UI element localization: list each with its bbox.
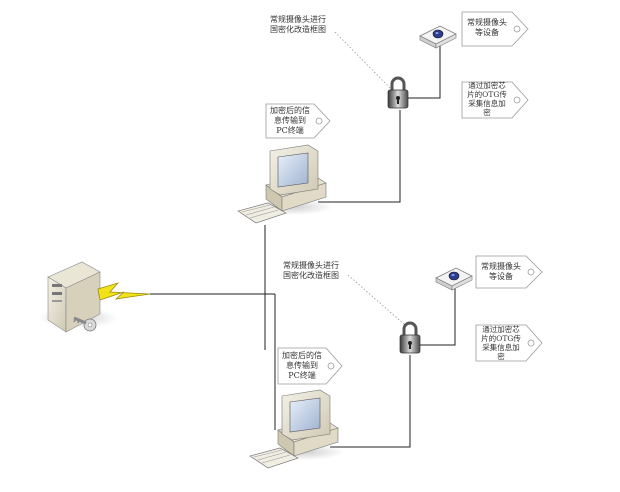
- bottom-lock-to-camera: [420, 285, 456, 346]
- camera-tag-top-text: 常规摄像头 等设备: [467, 18, 507, 37]
- conversion-label-bottom: 常规摄像头进行 国密化改造框图: [283, 261, 339, 280]
- lock-icon: [387, 76, 409, 109]
- bottom-pc-to-lock: [330, 355, 411, 448]
- link-to-bottom-pc: [264, 294, 276, 430]
- camera-icon: [419, 25, 457, 49]
- conversion-label-top: 常规摄像头进行 国密化改造框图: [270, 15, 326, 34]
- server-icon: [38, 261, 118, 333]
- otg-tag-bottom-text: 通过加密芯 片的OTG传 采集信息加 密: [481, 325, 521, 361]
- pc-tag-bottom: [277, 347, 343, 385]
- lock-icon: [399, 321, 421, 354]
- computer-icon: [249, 389, 345, 469]
- computer-icon: [237, 144, 333, 224]
- otg-tag-top-text: 通过加密芯 片的OTG传 采集信息加 密: [467, 81, 507, 117]
- top-pc-to-lock: [318, 110, 401, 203]
- camera-tag-top: [461, 11, 529, 47]
- top-lock-to-camera: [408, 41, 448, 99]
- camera-tag-bottom-text: 常规摄像头 等设备: [481, 262, 521, 281]
- key-icon: [73, 316, 97, 332]
- connection-lines: [150, 41, 456, 448]
- tag-shapes: [265, 11, 543, 385]
- pc-tag-top-text: 加密后的信 息传输到 PC终端: [270, 106, 310, 135]
- pc-tag-bottom-text: 加密后的信 息传输到 PC终端: [282, 351, 322, 380]
- pc-tag-top: [265, 103, 331, 139]
- camera-icon: [435, 267, 473, 291]
- otg-tag-bottom: [475, 324, 543, 362]
- camera-tag-bottom: [475, 255, 543, 289]
- lightning-icon: [97, 282, 151, 301]
- dotted-pointers: [334, 31, 406, 326]
- otg-tag-top: [461, 81, 529, 119]
